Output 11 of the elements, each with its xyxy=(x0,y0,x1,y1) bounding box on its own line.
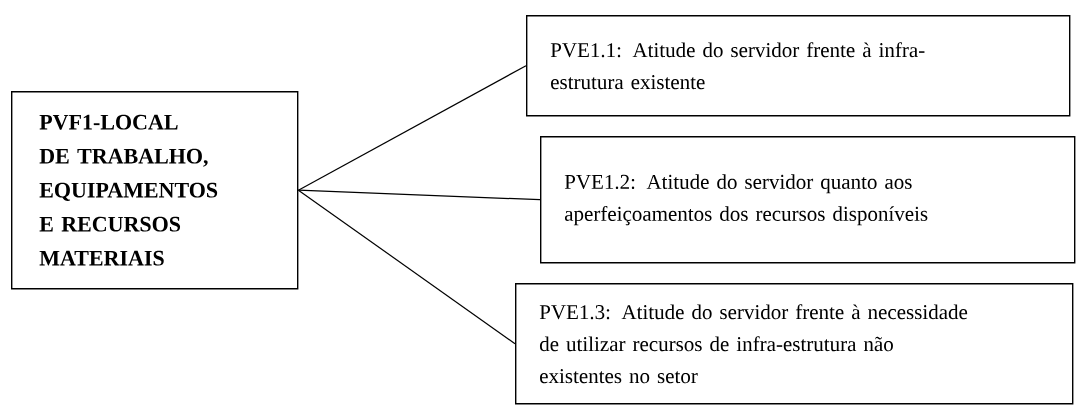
node-text: PVE1.3: Atitude do servidor frente à necessidade de utilizar recursos de infra-estrutura não existentes no setor xyxy=(539,304,968,384)
node-text: PVE1.2: Atitude do servidor quanto aos aperfeiçoamentos dos recursos disponíveis xyxy=(564,174,928,226)
connector-line xyxy=(297,189,516,345)
connector-line xyxy=(297,189,541,201)
text-box xyxy=(526,15,1071,117)
node-text: PVE1.1: Atitude do servidor frente à infra-estrutura existente xyxy=(550,42,925,90)
connector-line xyxy=(297,65,527,191)
node-text: PVF1-LOCAL DE TRABALHO, EQUIPAMENTOS E RECURSOS MATERIAIS xyxy=(39,114,218,266)
title-box xyxy=(11,91,299,290)
text-box xyxy=(540,136,1076,264)
text-box xyxy=(515,283,1074,405)
